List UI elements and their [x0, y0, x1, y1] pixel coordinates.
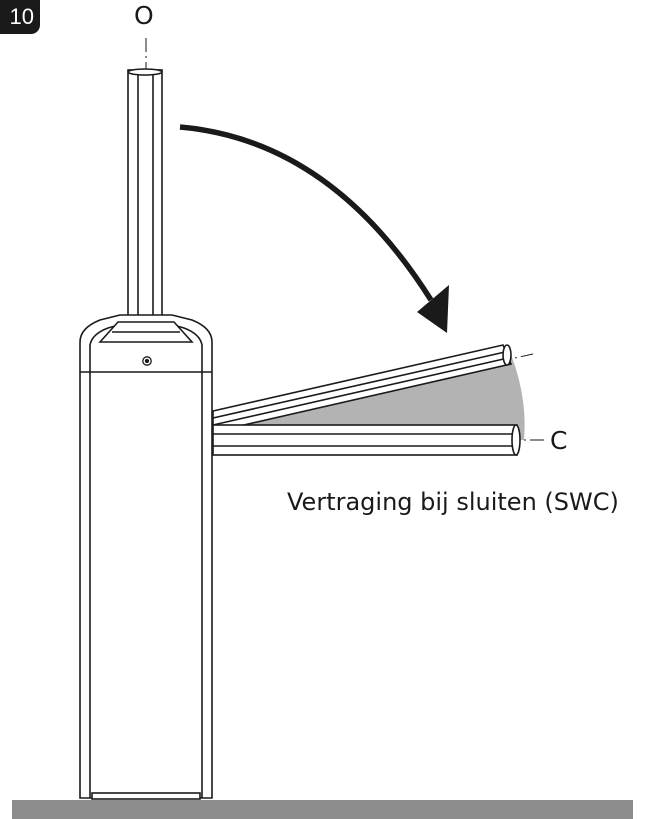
ground-surface: [12, 800, 633, 819]
curved-arrow-icon: [179, 124, 449, 333]
closed-position-label: C: [550, 426, 568, 455]
pivot-screw-icon: [142, 356, 152, 366]
figure-number-badge: 10: [0, 0, 40, 34]
open-position-label: O: [134, 1, 154, 30]
boom-slowing-position: [212, 344, 513, 434]
barrier-cabinet: [79, 314, 213, 800]
slowdown-caption: Vertraging bij sluiten (SWC): [287, 488, 619, 516]
boom-open-position: [127, 68, 163, 321]
cabinet-body: [79, 314, 213, 799]
boom-closed-position: [212, 424, 521, 456]
cabinet-foot: [91, 792, 201, 800]
